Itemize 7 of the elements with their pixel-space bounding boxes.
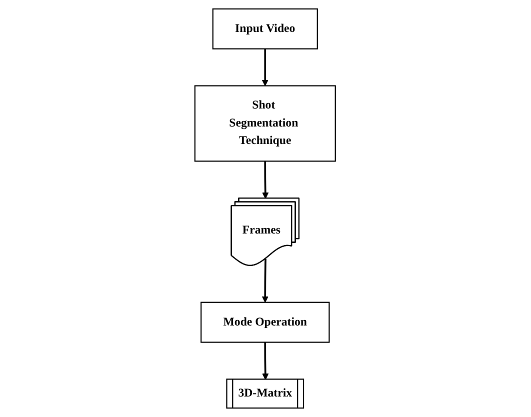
node-box: Input Video [212,8,318,50]
arrow [262,258,269,303]
node-box: Shot Segmentation Technique [194,85,336,162]
arrow [262,48,269,86]
arrow [262,342,269,380]
arrow [262,161,269,199]
node-box: Mode Operation [200,302,330,343]
